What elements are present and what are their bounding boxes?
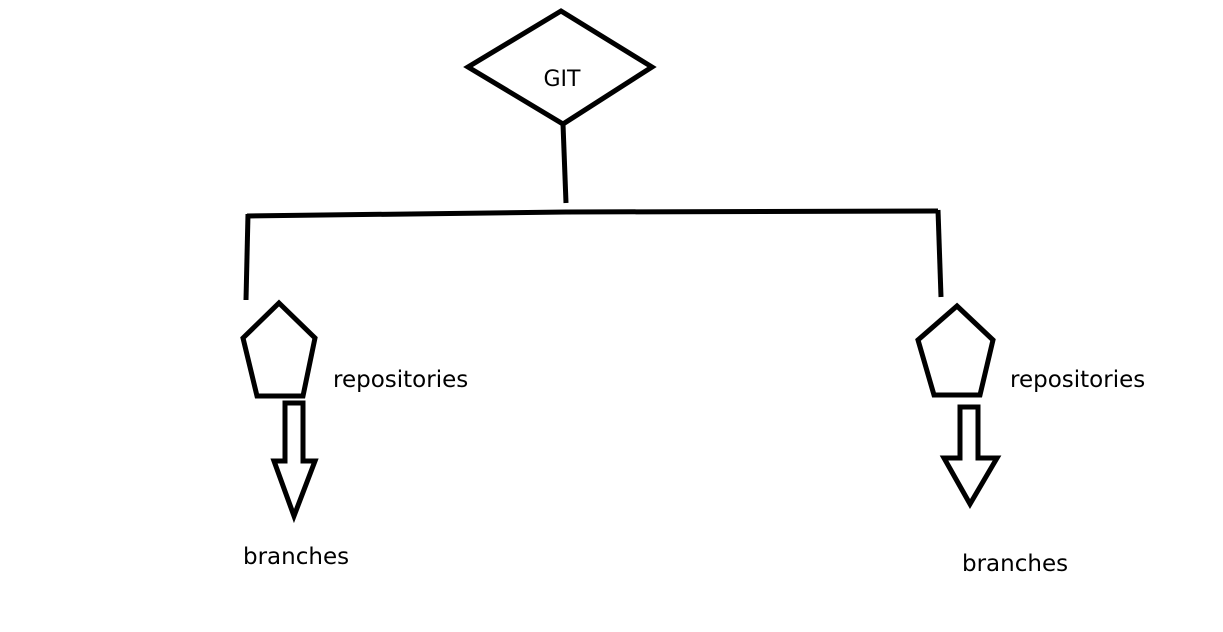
right-drop-connector xyxy=(935,209,944,298)
right-branches-label: branches xyxy=(962,551,1068,577)
left-down-arrow-icon xyxy=(270,400,319,524)
right-repository-pentagon-shape xyxy=(915,302,996,398)
left-repository-pentagon-shape xyxy=(240,299,318,399)
root-label: GIT xyxy=(544,67,582,92)
left-branches-label: branches xyxy=(243,544,349,570)
right-down-arrow-icon xyxy=(939,404,1002,510)
right-repository-label: repositories xyxy=(1010,367,1145,393)
left-drop-connector xyxy=(243,213,251,301)
root-stem-connector xyxy=(560,123,569,204)
horizontal-bus-connector xyxy=(246,208,939,219)
left-repository-label: repositories xyxy=(333,367,468,393)
